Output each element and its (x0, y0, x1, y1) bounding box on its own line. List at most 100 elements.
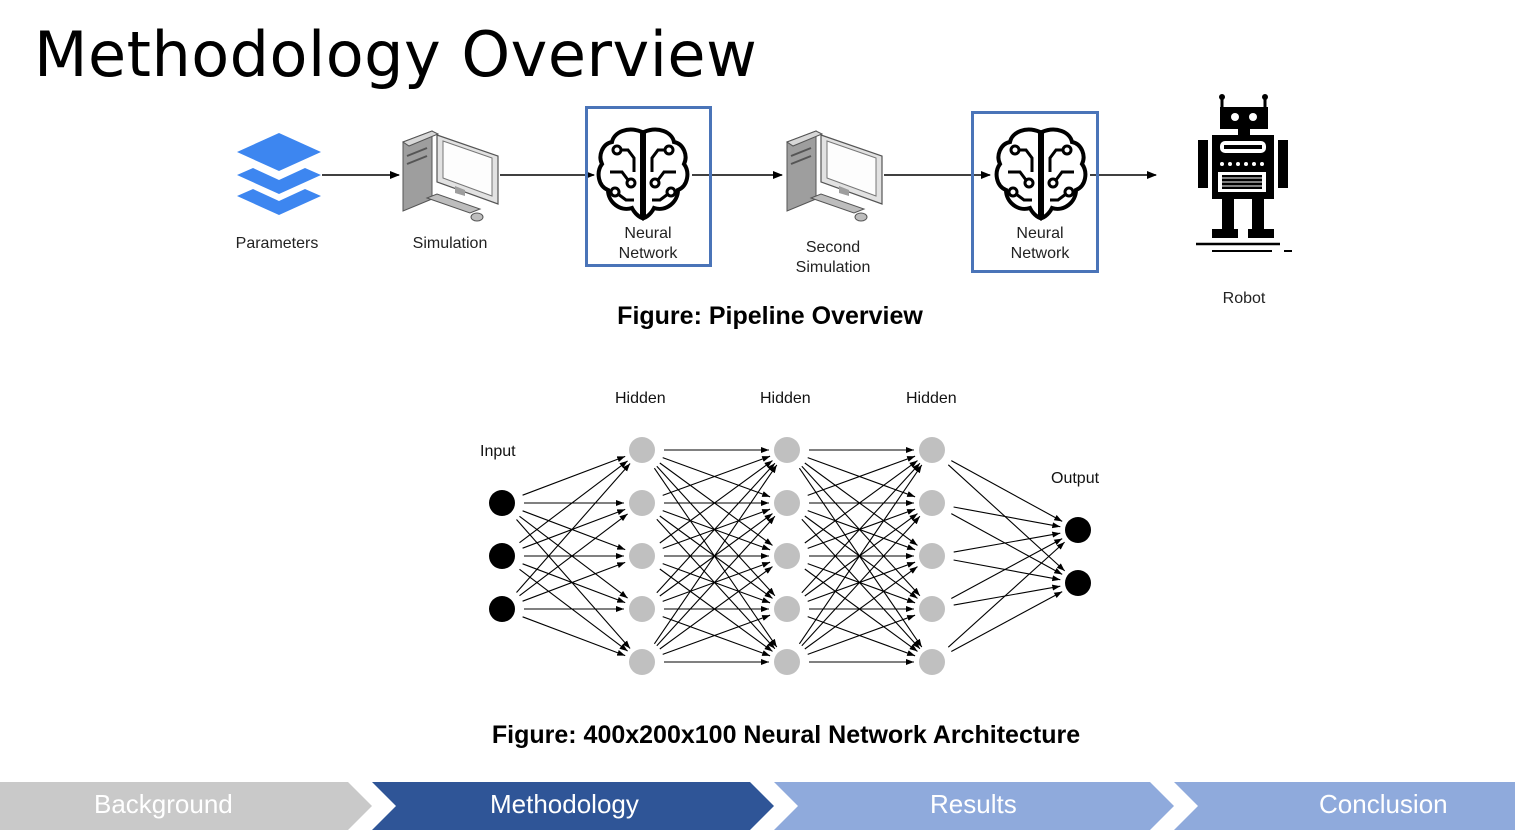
hidden-node (919, 649, 945, 675)
network-edge (801, 518, 921, 650)
network-edge (807, 614, 916, 655)
network-edge (807, 508, 916, 549)
network-edge (662, 563, 771, 604)
network-edge (953, 559, 1061, 582)
network-edge (798, 464, 923, 645)
pipeline-caption: Figure: Pipeline Overview (617, 302, 923, 330)
neural-network-label-line: Network (618, 245, 678, 262)
hidden-node (919, 490, 945, 516)
second-simulation-label-line: Second (805, 239, 861, 256)
neural-network-label-line: Neural (1016, 225, 1064, 242)
second-simulation-label-line: Simulation (795, 259, 871, 276)
network-edge (522, 616, 626, 657)
hidden-node (629, 596, 655, 622)
hidden-node (629, 490, 655, 516)
network-edge (804, 513, 918, 597)
nav-item-background[interactable]: Background (94, 789, 233, 819)
hidden-node (629, 437, 655, 463)
network-edge (804, 566, 918, 650)
hidden-node (774, 543, 800, 569)
network-edge (951, 460, 1063, 522)
hidden-node (774, 437, 800, 463)
nav-item-conclusion-shape[interactable] (1174, 782, 1515, 830)
neural-network-label: Neural Network (588, 224, 708, 264)
nav-item-background-shape[interactable] (0, 782, 372, 830)
layer-label-hidden: Hidden (760, 390, 811, 407)
network-edge (807, 510, 916, 551)
network-edge (653, 464, 778, 645)
network-edge (662, 616, 771, 657)
network-edge (804, 462, 918, 546)
layer-label-input: Input (480, 443, 516, 460)
second-simulation-label: Second Simulation (773, 238, 893, 278)
architecture-caption: Figure: 400x200x100 Neural Network Archi… (491, 721, 1081, 749)
network-edge (951, 538, 1063, 599)
output-node (1065, 517, 1091, 543)
section-nav-bar (0, 782, 1515, 830)
network-edge (662, 508, 771, 549)
hidden-node (774, 490, 800, 516)
layer-label-hidden: Hidden (615, 390, 666, 407)
network-edge (519, 460, 628, 544)
simulation-label: Simulation (412, 235, 488, 252)
network-edge (522, 561, 626, 602)
network-edge (807, 455, 916, 496)
network-edge (659, 462, 773, 546)
network-edge (807, 457, 916, 498)
hidden-node (919, 437, 945, 463)
network-edge (519, 513, 628, 597)
neural-network-label: Neural Network (980, 224, 1100, 264)
robot-label: Robot (1222, 290, 1266, 307)
hidden-node (919, 543, 945, 569)
hidden-node (774, 596, 800, 622)
slide-title: Methodology Overview (34, 18, 758, 91)
network-edge (659, 460, 773, 544)
network-edge (656, 465, 776, 597)
network-edge (656, 462, 776, 594)
network-edge (659, 566, 773, 650)
network-edge (801, 465, 921, 597)
network-edge (522, 455, 626, 496)
network-edge (659, 513, 773, 597)
layer-label-hidden: Hidden (906, 390, 957, 407)
network-edge (662, 457, 771, 498)
network-edge (516, 463, 631, 593)
nav-item-methodology[interactable]: Methodology (490, 789, 639, 819)
network-edge (662, 561, 771, 602)
network-edge (519, 515, 628, 599)
network-edge (522, 510, 626, 551)
network-edge (951, 591, 1063, 652)
nav-item-results[interactable]: Results (930, 789, 1017, 819)
hidden-node (629, 649, 655, 675)
parameters-label: Parameters (235, 235, 319, 252)
network-edge (947, 464, 1066, 572)
nav-item-conclusion[interactable]: Conclusion (1319, 789, 1448, 819)
network-edge (522, 563, 626, 604)
network-edge (807, 616, 916, 657)
nav-item-results-shape[interactable] (774, 782, 1174, 830)
nav-item-methodology-shape[interactable] (372, 782, 774, 830)
layer-label-output: Output (1051, 470, 1100, 487)
layers-icon (237, 133, 321, 215)
network-edge (953, 584, 1061, 606)
network-edge (522, 508, 626, 549)
computer-icon (785, 130, 883, 222)
neural-network-highlight-box (585, 106, 712, 267)
network-edge (947, 541, 1065, 648)
robot-icon (1196, 94, 1292, 252)
neural-network-label-line: Neural (624, 225, 672, 242)
input-node (489, 596, 515, 622)
network-edge (656, 518, 776, 650)
network-edge (519, 568, 628, 652)
network-edge (656, 515, 776, 647)
hidden-node (774, 649, 800, 675)
neural-network-highlight-box (971, 111, 1099, 273)
network-edge (662, 455, 771, 496)
input-node (489, 490, 515, 516)
neural-network-diagram (489, 437, 1091, 675)
neural-network-label-line: Network (1010, 245, 1070, 262)
hidden-node (919, 596, 945, 622)
network-edge (516, 519, 631, 649)
network-edge (951, 513, 1063, 575)
brain-circuit-icon (596, 127, 690, 221)
